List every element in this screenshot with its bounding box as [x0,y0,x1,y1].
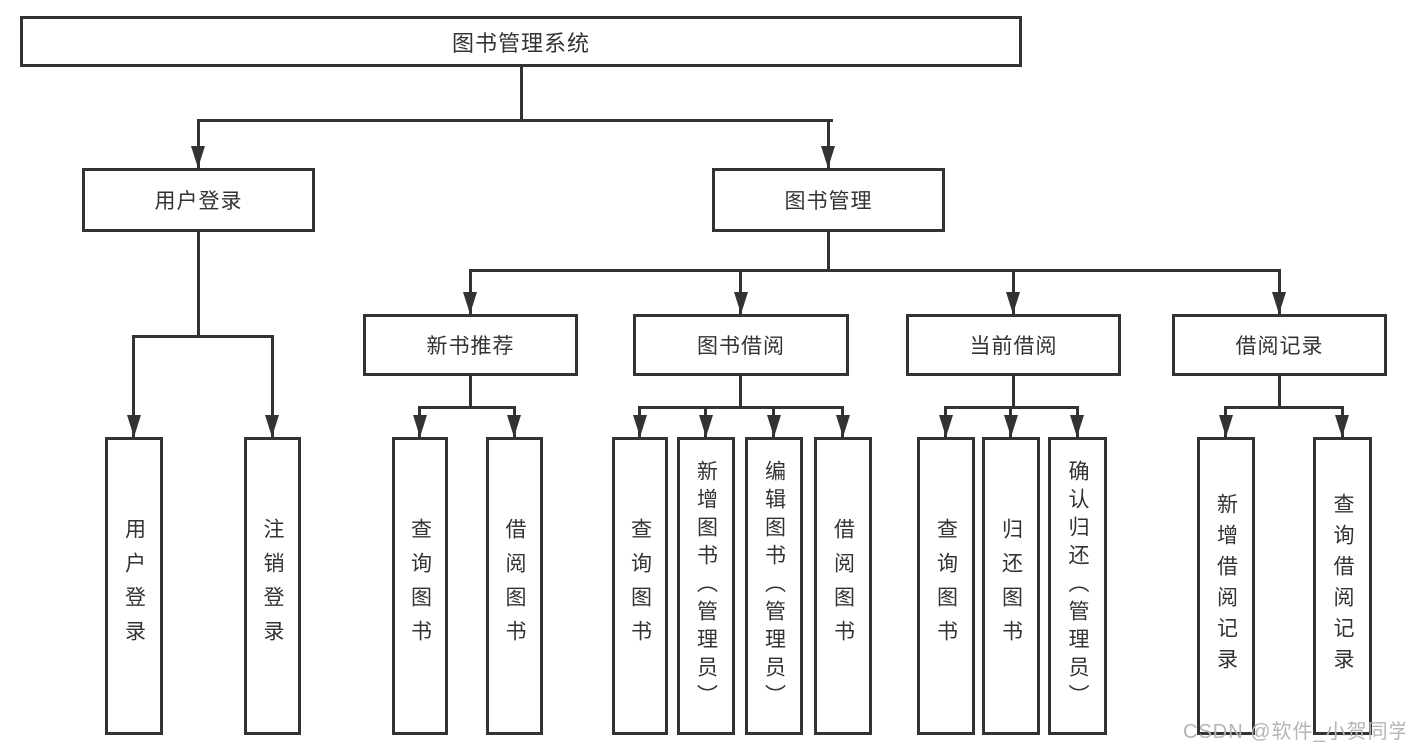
connector [132,335,273,338]
leaf-user-login-label: 用户登录 [122,518,146,654]
connector [418,406,516,409]
arrowhead-icon [413,415,427,437]
leaf-query-books-recommend-label: 查询图书 [408,518,432,654]
arrowhead-icon [821,146,835,168]
leaf-return-books: 归还图书 [982,437,1040,735]
connector [1278,375,1281,408]
connector [197,119,833,122]
leaf-edit-book-admin: 编辑图书（管理员） [745,437,803,735]
connector [271,335,274,437]
arrowhead-icon [1070,415,1084,437]
arrowhead-icon [1219,415,1233,437]
connector [739,375,742,408]
arrowhead-icon [1006,292,1020,314]
arrowhead-icon [734,292,748,314]
arrowhead-icon [127,415,141,437]
leaf-add-borrow-record: 新增借阅记录 [1197,437,1255,735]
connector [197,119,200,168]
node-new-book-recommendation: 新书推荐 [363,314,578,376]
node-book-management: 图书管理 [712,168,945,232]
leaf-edit-book-admin-label: 编辑图书（管理员） [762,460,786,712]
node-library-management-system: 图书管理系统 [20,16,1022,67]
node-current-borrowing-label: 当前借阅 [969,335,1058,358]
node-current-borrowing: 当前借阅 [906,314,1121,376]
leaf-query-books-recommend: 查询图书 [392,437,448,735]
connector [520,66,523,121]
connector [1012,375,1015,408]
leaf-logout: 注销登录 [244,437,301,735]
arrowhead-icon [633,415,647,437]
connector [469,375,472,408]
leaf-query-books-borrow: 查询图书 [612,437,668,735]
connector [827,231,830,272]
node-borrowing-records-label: 借阅记录 [1235,335,1324,358]
arrowhead-icon [1335,415,1349,437]
leaf-query-books-current: 查询图书 [917,437,975,735]
leaf-confirm-return-admin-label: 确认归还（管理员） [1066,460,1090,712]
connector [132,335,135,437]
leaf-borrow-books: 借阅图书 [814,437,872,735]
connector [1224,406,1344,409]
node-user-login-label: 用户登录 [154,190,243,213]
node-borrowing-records: 借阅记录 [1172,314,1387,376]
node-book-borrowing-label: 图书借阅 [697,335,785,358]
leaf-confirm-return-admin: 确认归还（管理员） [1048,437,1107,735]
leaf-add-book-admin-label: 新增图书（管理员） [694,460,718,712]
node-new-book-recommendation-label: 新书推荐 [426,335,515,358]
leaf-borrow-books-recommend: 借阅图书 [486,437,543,735]
arrowhead-icon [191,146,205,168]
leaf-query-borrow-record: 查询借阅记录 [1313,437,1372,735]
node-book-borrowing: 图书借阅 [633,314,849,376]
arrowhead-icon [265,415,279,437]
node-user-login: 用户登录 [82,168,315,232]
leaf-add-borrow-record-label: 新增借阅记录 [1214,493,1238,679]
connector [1278,269,1281,314]
connector [739,269,742,314]
leaf-add-book-admin: 新增图书（管理员） [677,437,735,735]
arrowhead-icon [767,415,781,437]
connector [638,406,844,409]
leaf-logout-label: 注销登录 [261,518,285,654]
leaf-query-books-current-label: 查询图书 [934,518,958,654]
connector [827,119,830,168]
leaf-borrow-books-label: 借阅图书 [831,518,855,654]
leaf-query-borrow-record-label: 查询借阅记录 [1331,493,1355,679]
arrowhead-icon [836,415,850,437]
arrowhead-icon [463,292,477,314]
watermark-csdn: CSDN @软件_小贺同学 [1183,721,1405,743]
leaf-query-books-borrow-label: 查询图书 [628,518,652,654]
connector [469,269,472,314]
connector [469,269,1281,272]
node-library-management-system-label: 图书管理系统 [451,30,590,56]
arrowhead-icon [939,415,953,437]
node-book-management-label: 图书管理 [784,190,873,213]
connector [1012,269,1015,314]
connector [197,231,200,338]
arrowhead-icon [1004,415,1018,437]
leaf-user-login: 用户登录 [105,437,163,735]
arrowhead-icon [1272,292,1286,314]
leaf-borrow-books-recommend-label: 借阅图书 [503,518,527,654]
arrowhead-icon [507,415,521,437]
leaf-return-books-label: 归还图书 [999,518,1023,654]
arrowhead-icon [699,415,713,437]
